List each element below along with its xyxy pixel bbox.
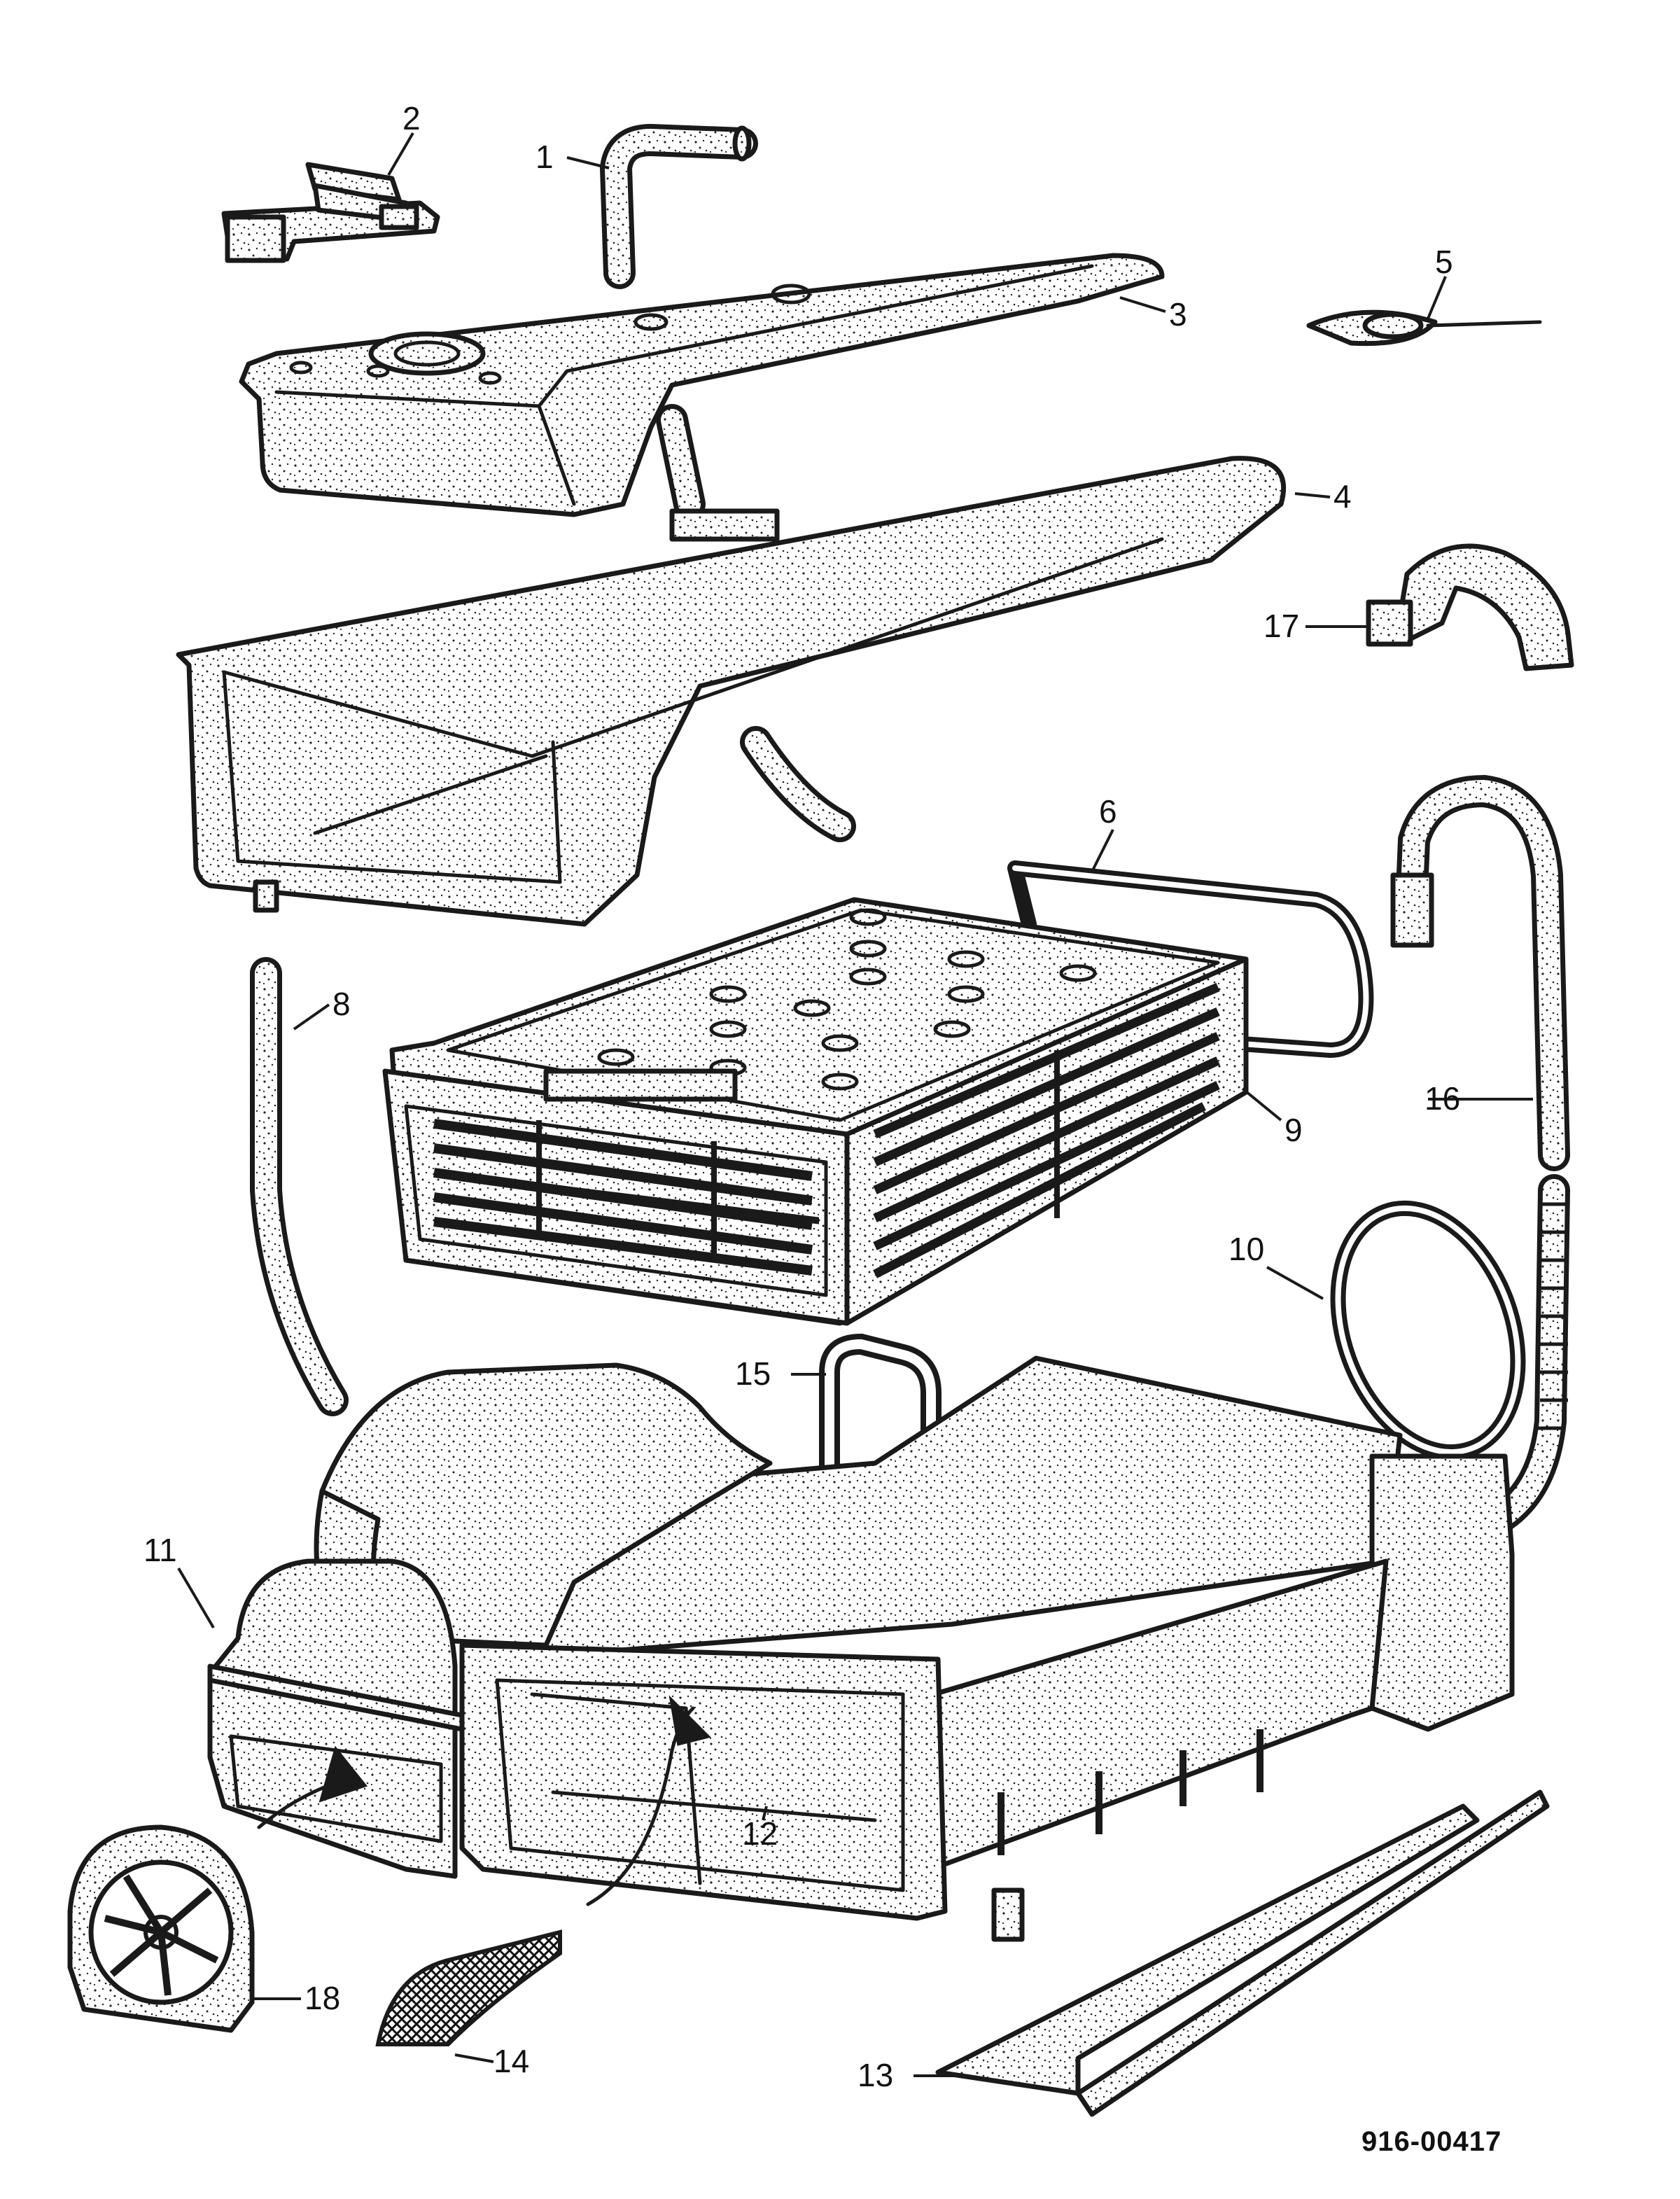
callout-3: 3 <box>1169 296 1187 333</box>
part-16-corrugated-hose <box>1390 774 1570 1535</box>
part-17-clamp <box>1366 543 1574 671</box>
callout-labels: 1 2 3 5 4 17 6 8 9 16 10 15 11 12 18 14 … <box>144 100 1460 2093</box>
part-8-hose <box>250 957 349 1416</box>
part-15-u-clip <box>819 1333 941 1495</box>
part-13-base-strip <box>935 1789 1550 2117</box>
part-2-bracket <box>221 162 440 263</box>
callout-6: 6 <box>1099 793 1117 830</box>
callout-8: 8 <box>332 986 351 1022</box>
part-9-heat-exchanger <box>382 897 1249 1326</box>
callout-9: 9 <box>1284 1112 1303 1148</box>
callout-5: 5 <box>1435 244 1453 280</box>
part-3-top-tray <box>239 253 1165 517</box>
part-1-hose <box>599 123 758 289</box>
part-18-fan-wheel <box>67 1824 255 2033</box>
part-10-ring <box>1330 1200 1526 1460</box>
callout-18: 18 <box>304 1980 340 2016</box>
callout-4: 4 <box>1334 478 1352 515</box>
callout-16: 16 <box>1424 1080 1460 1117</box>
part-6-gasket <box>1007 860 1374 1059</box>
drawing-number: 916-00417 <box>1362 2126 1502 2157</box>
part-4-drip-tray <box>176 404 1287 927</box>
callout-17: 17 <box>1264 608 1299 644</box>
callout-11: 11 <box>144 1532 177 1568</box>
part-12-main-housing <box>207 1355 1515 1942</box>
callout-15: 15 <box>735 1355 771 1392</box>
leader-lines <box>177 132 1533 2077</box>
callout-10: 10 <box>1228 1231 1264 1267</box>
exchanger-holes <box>597 908 1097 1091</box>
callout-2: 2 <box>402 100 421 137</box>
callout-14: 14 <box>493 2043 529 2079</box>
part-5-cap <box>1306 309 1542 347</box>
callout-12: 12 <box>742 1815 778 1852</box>
callout-1: 1 <box>536 139 554 175</box>
callout-13: 13 <box>858 2057 893 2093</box>
part-14-filter-screen <box>375 1929 562 2046</box>
